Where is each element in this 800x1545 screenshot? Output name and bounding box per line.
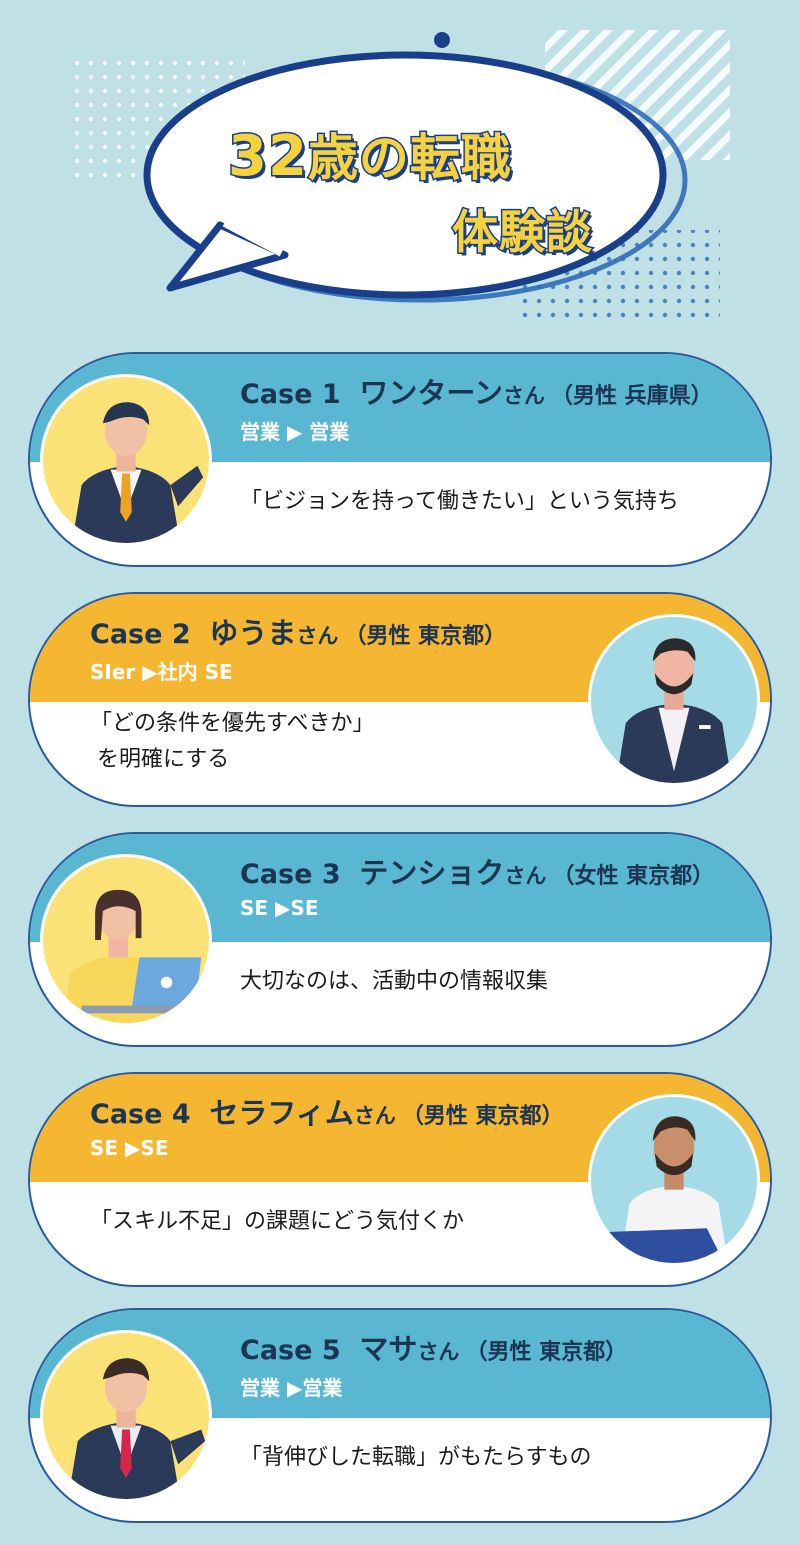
page-title-line2: 体験談: [451, 204, 594, 261]
case-card-1[interactable]: Case 1 ワンターンさん（男性 兵庫県） 営業 ▶ 営業 「ビジョンを持って…: [28, 352, 772, 567]
case-quote: 大切なのは、活動中の情報収集: [240, 969, 549, 994]
businessman-icon: [40, 1330, 212, 1502]
woman-laptop-icon: [40, 854, 212, 1026]
case-card-3[interactable]: Case 3 テンショクさん（女性 東京都） SE ▶SE 大切なのは、活動中の…: [28, 832, 772, 1047]
header: 32歳の転職 体験談: [0, 0, 800, 340]
case-card-2[interactable]: Case 2 ゆうまさん（男性 東京都） SIer ▶社内 SE 「どの条件を優…: [28, 592, 772, 807]
case-quote: 「どの条件を優先すべきか」 を明確にする: [90, 711, 375, 772]
case-quote: 「スキル不足」の課題にどう気付くか: [90, 1209, 465, 1234]
case-quote: 「ビジョンを持って働きたい」という気持ち: [240, 489, 679, 514]
case-title: Case 2 ゆうまさん（男性 東京都）: [90, 616, 507, 650]
businessman-icon: [40, 374, 212, 546]
case-title: Case 3 テンショクさん（女性 東京都）: [240, 856, 715, 890]
career-route: 営業 ▶ 営業: [240, 420, 350, 444]
career-route: 営業 ▶営業: [240, 1376, 343, 1400]
case-card-4[interactable]: Case 4 セラフィムさん（男性 東京都） SE ▶SE 「スキル不足」の課題…: [28, 1072, 772, 1287]
man-laptop-icon: [588, 1094, 760, 1266]
case-title: Case 4 セラフィムさん（男性 東京都）: [90, 1096, 564, 1130]
speech-bubble-graphic: [65, 30, 730, 325]
career-route: SE ▶SE: [90, 1136, 169, 1160]
career-route: SE ▶SE: [240, 896, 319, 920]
case-quote: 「背伸びした転職」がもたらすもの: [240, 1445, 592, 1470]
case-title: Case 1 ワンターンさん（男性 兵庫県）: [240, 376, 713, 410]
career-route: SIer ▶社内 SE: [90, 660, 233, 684]
case-title: Case 5 マサさん（男性 東京都）: [240, 1332, 628, 1366]
page-title-line1: 32歳の転職: [227, 123, 513, 191]
case-card-5[interactable]: Case 5 マサさん（男性 東京都） 営業 ▶営業 「背伸びした転職」がもたら…: [28, 1308, 772, 1523]
bearded-man-icon: [588, 614, 760, 786]
